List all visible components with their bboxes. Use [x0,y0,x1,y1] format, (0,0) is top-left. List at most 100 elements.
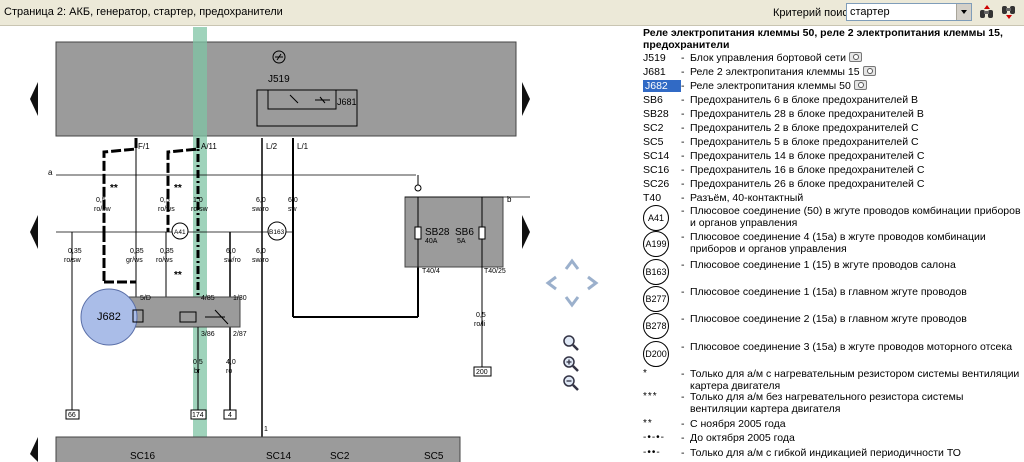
wire-label: 0,5 [160,197,170,204]
legend-text-value: Предохранитель 5 в блоке предохранителей… [690,136,919,148]
wire-label: 6,0 [256,197,266,204]
pan-left-icon[interactable] [545,275,557,291]
search-prev-button[interactable] [978,3,996,22]
search-combobox[interactable] [846,3,972,21]
legend-code[interactable]: J682 [643,80,681,92]
legend-code[interactable]: SB6 [643,94,663,106]
camera-icon[interactable] [853,80,867,90]
legend-code[interactable]: SC5 [643,136,664,148]
pin-1-30: 1/30 [233,295,247,302]
legend-code[interactable]: SC16 [643,164,670,176]
legend-text: Только для а/м с гибкой индикацией перио… [690,447,961,459]
terminal-a11: A/11 [201,142,217,151]
legend-text-value: Предохранитель 14 в блоке предохранителе… [690,150,925,162]
ref-box-200[interactable] [473,366,492,377]
pan-right-icon[interactable] [587,275,599,291]
zoom-fit-button[interactable] [561,333,581,353]
legend-dash: - [681,136,685,148]
fuse-sc2: SC2 [330,451,350,462]
t40-25-label: T40/25 [484,268,506,275]
binoculars-up-icon [980,5,993,18]
legend-title: Реле электропитания клеммы 50, реле 2 эл… [643,27,1003,51]
pan-down-icon[interactable] [564,296,580,308]
legend-dash: - [681,52,685,64]
search-input[interactable] [847,4,957,20]
pan-up-icon[interactable] [564,258,580,270]
camera-icon[interactable] [849,52,863,62]
pin-5d: 5/D [140,295,151,302]
wire-label: 6,0 [288,197,298,204]
label-j519: J519 [268,74,290,85]
svg-text:6,0: 6,0 [288,197,298,204]
junction-circle[interactable]: B278 [643,313,669,339]
fuse-box-c [55,436,461,462]
svg-text:ro/ws: ro/ws [156,257,173,264]
prev-page-arrow-icon[interactable] [30,82,38,116]
legend-text-value: Предохранитель 16 в блоке предохранителе… [690,164,925,176]
note-marker: ** [174,183,182,194]
wiring-diagram[interactable]: J519 J681 F/1 A/11 L/2 L/1 a ** ** ** 0,… [0,27,545,462]
ref-box-66[interactable] [65,409,80,420]
legend-text: Плюсовое соединение 1 (15) в жгуте прово… [690,259,956,271]
wire-label: ro [226,368,232,375]
wire-label: 6,0 [256,248,266,255]
chevron-down-icon[interactable] [956,4,971,20]
wire-label: 4,0 [226,359,236,366]
legend-code[interactable]: SC26 [643,178,670,190]
legend-text: Предохранитель 28 в блоке предохранителе… [690,108,1022,120]
legend-text: Реле электропитания клеммы 50 [690,80,1022,92]
ground-symbol-icon [272,50,286,64]
wire-label: sw [288,206,298,213]
legend-code[interactable]: J681 [643,66,666,78]
legend-dash: - [681,192,685,204]
svg-text:sw/ro: sw/ro [224,257,241,264]
legend-text: Реле 2 электропитания клеммы 15 [690,66,1022,78]
zoom-out-button[interactable] [561,373,581,393]
toolbar: Страница 2: АКБ, генератор, стартер, пре… [0,0,1024,26]
legend-code[interactable]: SB28 [643,108,669,120]
bus-label-a: a [48,168,53,177]
wire-label: br [194,368,201,375]
next-page-arrow-icon[interactable] [522,82,530,116]
junction-circle[interactable]: A199 [643,231,669,257]
legend-dash: - [681,122,685,134]
svg-text:ro/sw: ro/sw [64,257,82,264]
legend-code[interactable]: SC2 [643,122,664,134]
svg-text:ro/sw: ro/sw [94,206,112,213]
svg-text:0,5: 0,5 [96,197,106,204]
ref-box-174[interactable] [190,409,207,420]
wire-label: 0,5 [193,359,203,366]
note-symbol: -••- [643,447,661,458]
wire-label: 0,5 [96,197,106,204]
search-label: Критерий поиска: [773,7,863,19]
prev-page-arrow-icon[interactable] [30,437,38,462]
pan-control[interactable] [544,255,600,311]
pin-4-85: 4/85 [201,295,215,302]
label-j682: J682 [97,311,121,323]
legend-code[interactable]: J519 [643,52,666,64]
svg-text:0,5: 0,5 [160,197,170,204]
legend-code[interactable]: T40 [643,192,662,204]
note-marker: ** [110,183,118,194]
wire-label: 6,0 [226,248,236,255]
next-page-arrow-icon[interactable] [522,215,530,249]
fuse-sc14: SC14 [266,451,291,462]
svg-text:200: 200 [476,369,488,376]
junction-circle[interactable]: B163 [643,259,669,285]
legend-text: Предохранитель 6 в блоке предохранителей… [690,94,1022,106]
junction-circle[interactable]: B277 [643,286,669,312]
junction-circle[interactable]: A41 [643,205,669,231]
legend-text-value: Предохранитель 28 в блоке предохранителе… [690,108,924,120]
camera-icon[interactable] [862,66,876,76]
search-next-button[interactable] [1000,3,1018,22]
prev-page-arrow-icon[interactable] [30,215,38,249]
wire-label: ro/ws [158,206,175,213]
legend-dash: - [681,178,685,190]
pin-3-86: 3/86 [201,331,215,338]
zoom-in-button[interactable] [561,354,581,374]
ref-box-4[interactable] [223,409,237,420]
note-symbol: *** [643,391,658,402]
legend-code[interactable]: SC14 [643,150,670,162]
junction-circle[interactable]: D200 [643,341,669,367]
svg-text:ro/sw: ro/sw [191,206,209,213]
